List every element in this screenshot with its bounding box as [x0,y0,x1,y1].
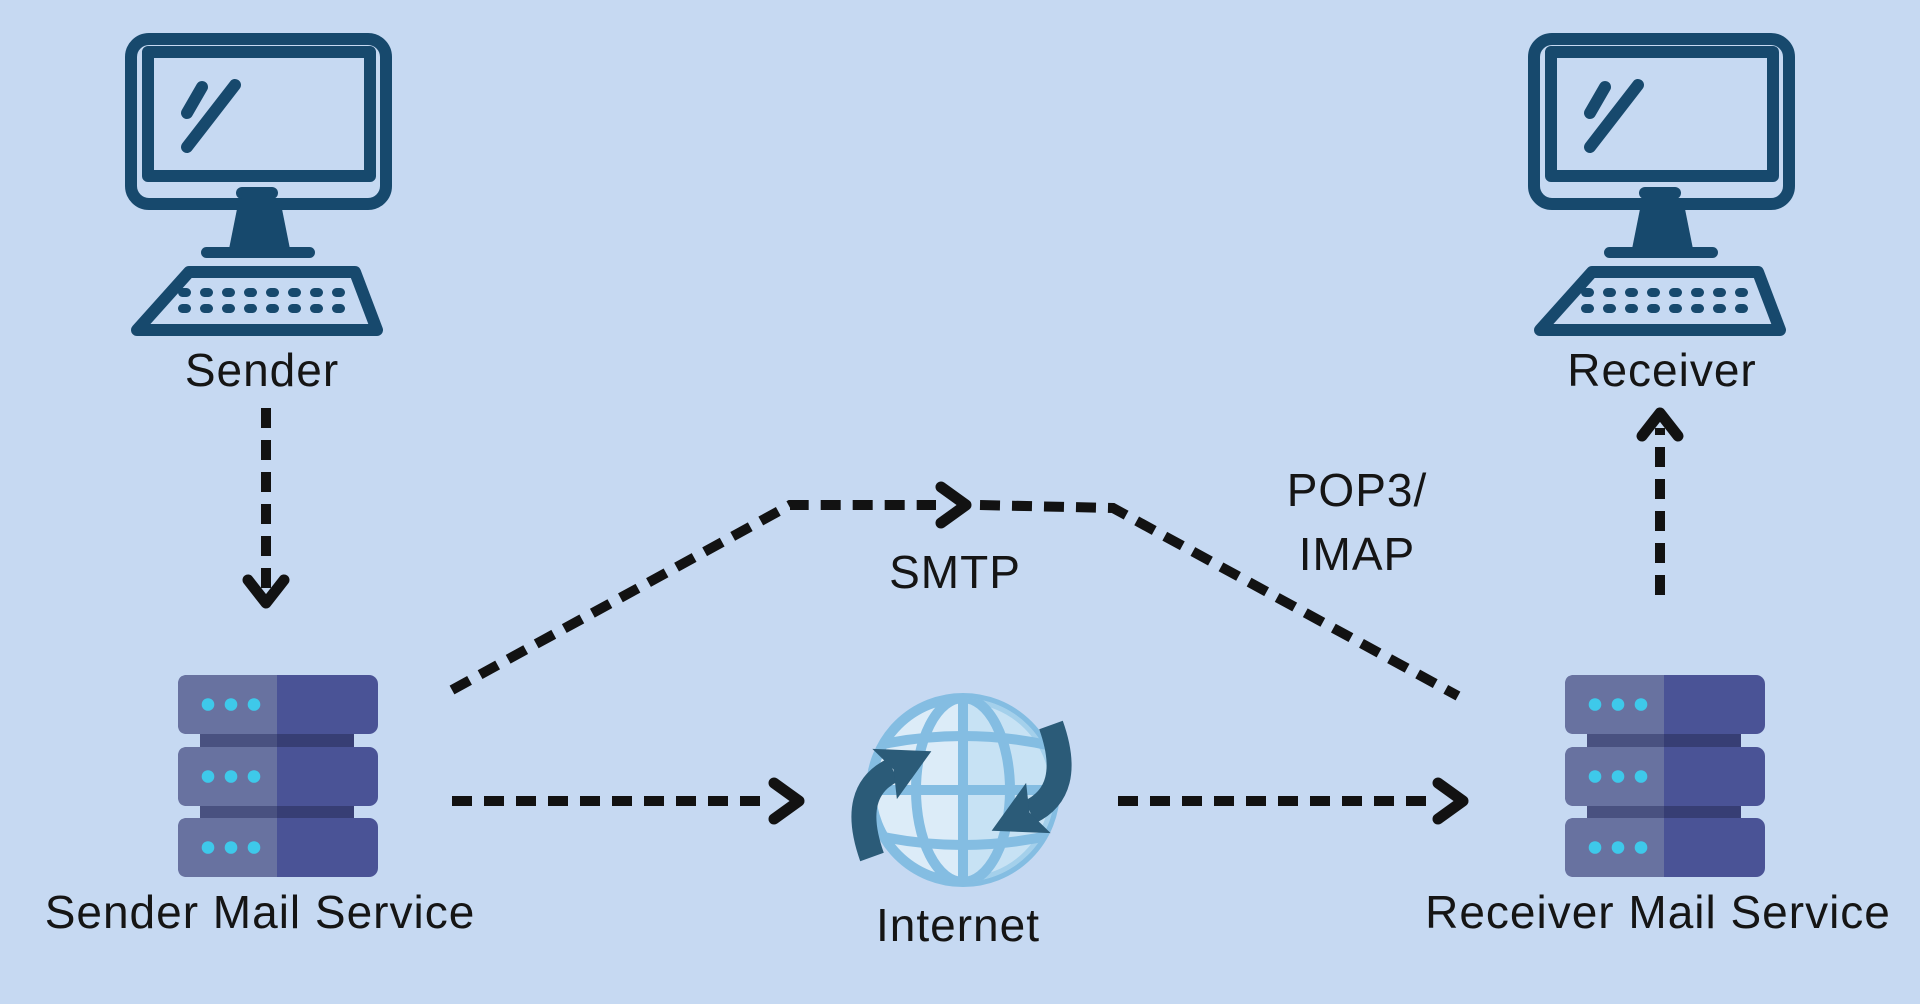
arrowhead-right [768,777,805,825]
sender-mail-service-label: Sender Mail Service [45,886,476,938]
sender-mail-server-icon [178,675,378,877]
arrowhead-up [1636,407,1684,442]
arrowhead-right [935,481,972,529]
arrowhead-right [1432,777,1469,825]
internet-globe-icon [851,693,1072,887]
smtp-route-arrow [449,481,1461,701]
internet-to-mailserver-arrow [1118,777,1469,825]
receiver-mail-server-icon [1565,675,1765,877]
sync-arrows-icon [851,720,1072,862]
pop3-imap-label-line2: IMAP [1299,528,1415,580]
mailserver-to-receiver-arrow [1636,407,1684,595]
receiver-label: Receiver [1567,344,1757,396]
receiver-mail-service-label: Receiver Mail Service [1425,886,1891,938]
globe-grid [871,698,1055,882]
smtp-label: SMTP [889,546,1021,598]
pop3-imap-label-line1: POP3/ [1287,464,1428,516]
arrow-line [449,500,936,695]
mailserver-to-internet-arrow [452,777,805,825]
arrow-line [979,500,1461,701]
internet-label: Internet [876,899,1040,951]
sender-label: Sender [185,344,339,396]
arrowhead-down [242,574,290,609]
sender-to-mailserver-arrow [242,408,290,609]
